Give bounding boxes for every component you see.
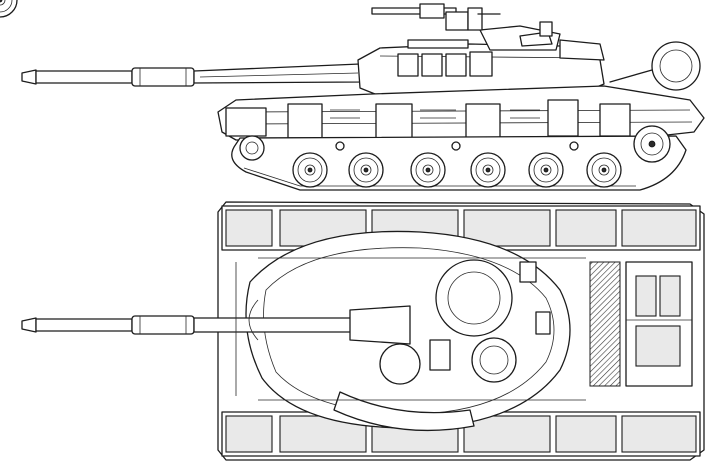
side-view — [0, 0, 705, 191]
side-turret — [357, 3, 701, 97]
gunner-hatch — [471, 337, 517, 383]
engine-deck — [589, 261, 693, 387]
commander-cupola — [435, 259, 513, 337]
side-running-gear — [0, 0, 687, 191]
road-wheels — [0, 0, 18, 18]
side-gun-barrel — [21, 63, 361, 87]
top-view — [21, 201, 705, 461]
idler-wheel — [239, 135, 265, 161]
top-gun-barrel — [21, 305, 411, 345]
side-hull — [217, 85, 705, 141]
